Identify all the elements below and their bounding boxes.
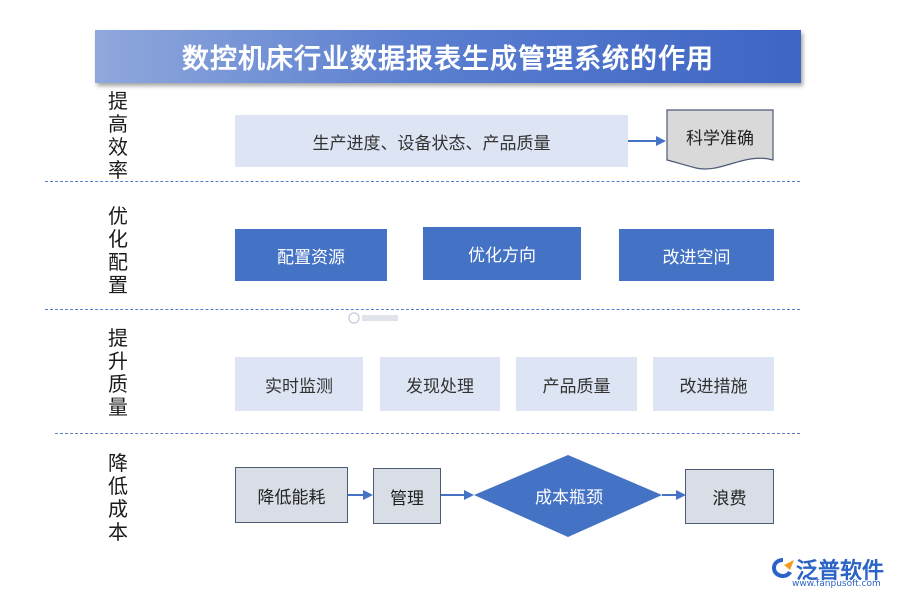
efficiency-box: 生产进度、设备状态、产品质量 (235, 115, 628, 167)
cost-box-waste: 浪费 (685, 469, 774, 524)
section-label-quality: 提升质量 (108, 326, 128, 419)
separator-line (45, 309, 800, 310)
fanpu-logo-icon (772, 558, 794, 578)
brand-url: www.fanpusoft.com (792, 579, 881, 589)
title-banner: 数控机床行业数据报表生成管理系统的作用 (95, 30, 801, 83)
cost-box-management: 管理 (373, 468, 441, 524)
result-scientific: 科学准确 (686, 128, 754, 149)
section-label-efficiency: 提高效率 (108, 89, 128, 182)
separator-line (55, 433, 800, 434)
section-label-cost: 降低成本 (108, 451, 128, 544)
cost-box-energy: 降低能耗 (235, 467, 348, 523)
quality-box-monitoring: 实时监测 (235, 357, 363, 411)
quality-box-product: 产品质量 (516, 357, 637, 411)
quality-box-measures: 改进措施 (653, 357, 774, 411)
allocation-box-resources: 配置资源 (235, 229, 387, 281)
quality-box-handling: 发现处理 (380, 357, 500, 411)
brand-name: 泛普软件 (796, 559, 885, 584)
section-label-allocation: 优化配置 (108, 204, 128, 297)
document-shape (666, 109, 774, 170)
page-title: 数控机床行业数据报表生成管理系统的作用 (182, 44, 714, 75)
watermark-logo-icon (348, 312, 398, 324)
separator-line (45, 181, 800, 182)
allocation-box-direction: 优化方向 (423, 227, 581, 280)
allocation-box-improvement: 改进空间 (619, 229, 774, 281)
diamond-shape (474, 455, 662, 537)
cost-diamond-label: 成本瓶颈 (535, 487, 603, 508)
